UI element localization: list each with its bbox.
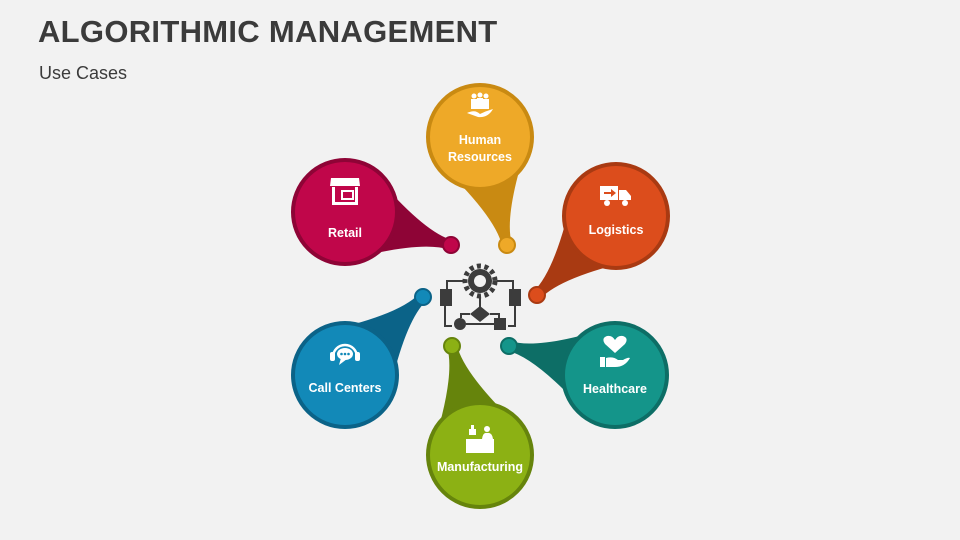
connector-dot <box>500 337 518 355</box>
people-hand-icon <box>467 92 493 118</box>
use-case-circle <box>426 401 534 509</box>
storefront-icon <box>330 178 360 205</box>
use-case-circle <box>562 162 670 270</box>
use-case-label: Healthcare <box>583 382 647 396</box>
use-case-label: Retail <box>327 226 363 240</box>
connector-dot <box>498 236 516 254</box>
headset-chat-icon <box>330 343 360 365</box>
use-case-circle <box>426 83 534 191</box>
connector-dot <box>414 288 432 306</box>
heart-hand-icon <box>600 335 630 367</box>
page-title: ALGORITHMIC MANAGEMENT <box>38 14 498 49</box>
page-subtitle: Use Cases <box>39 63 128 83</box>
gear-flowchart-icon <box>440 263 521 330</box>
use-case-circle <box>291 158 399 266</box>
use-case-circle <box>291 321 399 429</box>
use-case-label: Call Centers <box>308 381 382 395</box>
use-case-label: Human Resources <box>448 133 512 164</box>
use-case-label: Logistics <box>588 223 644 237</box>
factory-worker-icon <box>466 425 494 453</box>
connector-dot <box>528 286 546 304</box>
delivery-truck-icon <box>600 186 631 206</box>
connector-dot <box>443 337 461 355</box>
use-case-circle <box>561 321 669 429</box>
use-case-label: Manufacturing <box>436 460 524 474</box>
connector-dot <box>442 236 460 254</box>
